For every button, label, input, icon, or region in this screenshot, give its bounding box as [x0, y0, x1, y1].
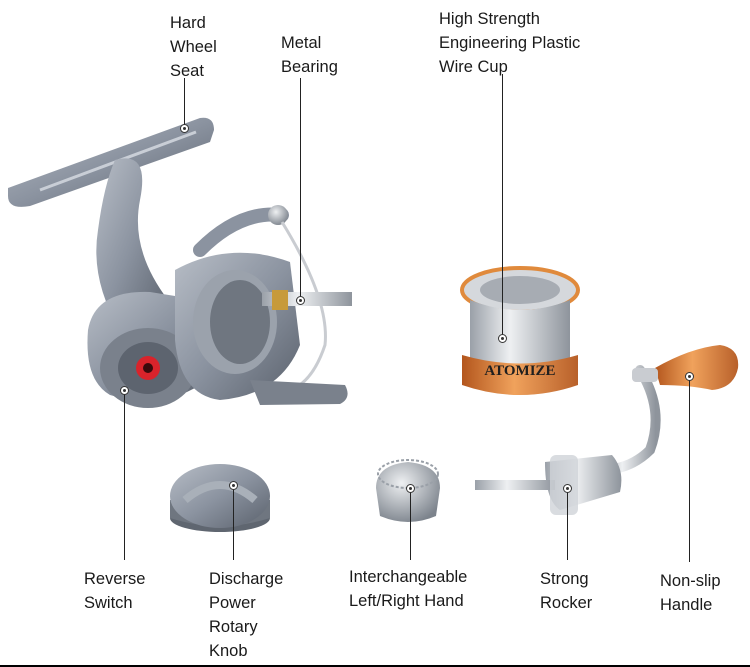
label-reverse-switch: Reverse Switch: [84, 570, 146, 612]
marker-hard-wheel-seat: [180, 124, 189, 133]
marker-wire-cup: [498, 334, 507, 343]
leader-reverse-switch: [124, 390, 125, 560]
discharge-power-knob: [170, 464, 270, 532]
leader-hard-wheel-seat: [184, 78, 185, 128]
leader-strong-rocker: [567, 488, 568, 560]
label-strong-rocker: Strong Rocker: [540, 570, 593, 612]
reel-stem: [96, 158, 168, 330]
spool-orange-band: [462, 355, 578, 395]
marker-reverse-switch: [120, 386, 129, 395]
non-slip-grip: [655, 345, 739, 390]
marker-strong-rocker: [563, 484, 572, 493]
handle-arm: [595, 365, 661, 475]
spinning-reel: [8, 117, 352, 408]
leader-discharge-knob: [233, 485, 234, 560]
leader-interchangeable: [410, 488, 411, 560]
label-wire-cup: High Strength Engineering Plastic Wire C…: [439, 10, 581, 76]
marker-interchangeable: [406, 484, 415, 493]
bottom-border: [0, 665, 750, 667]
leader-wire-cup: [502, 74, 503, 338]
leader-metal-bearing: [300, 78, 301, 300]
marker-non-slip-handle: [685, 372, 694, 381]
leader-non-slip-handle: [689, 376, 690, 562]
label-discharge-knob: Discharge Power Rotary Knob: [209, 570, 284, 660]
spare-spool: ATOMIZE: [460, 266, 580, 395]
label-metal-bearing: Metal Bearing: [281, 34, 338, 76]
marker-metal-bearing: [296, 296, 305, 305]
marker-discharge-knob: [229, 481, 238, 490]
rocker-shaft: [475, 480, 555, 490]
label-interchangeable: Interchangeable Left/Right Hand: [349, 568, 468, 610]
spool-brand-text: ATOMIZE: [484, 363, 555, 379]
label-non-slip-handle: Non-slip Handle: [660, 572, 721, 614]
label-hard-wheel-seat: Hard Wheel Seat: [170, 14, 217, 80]
